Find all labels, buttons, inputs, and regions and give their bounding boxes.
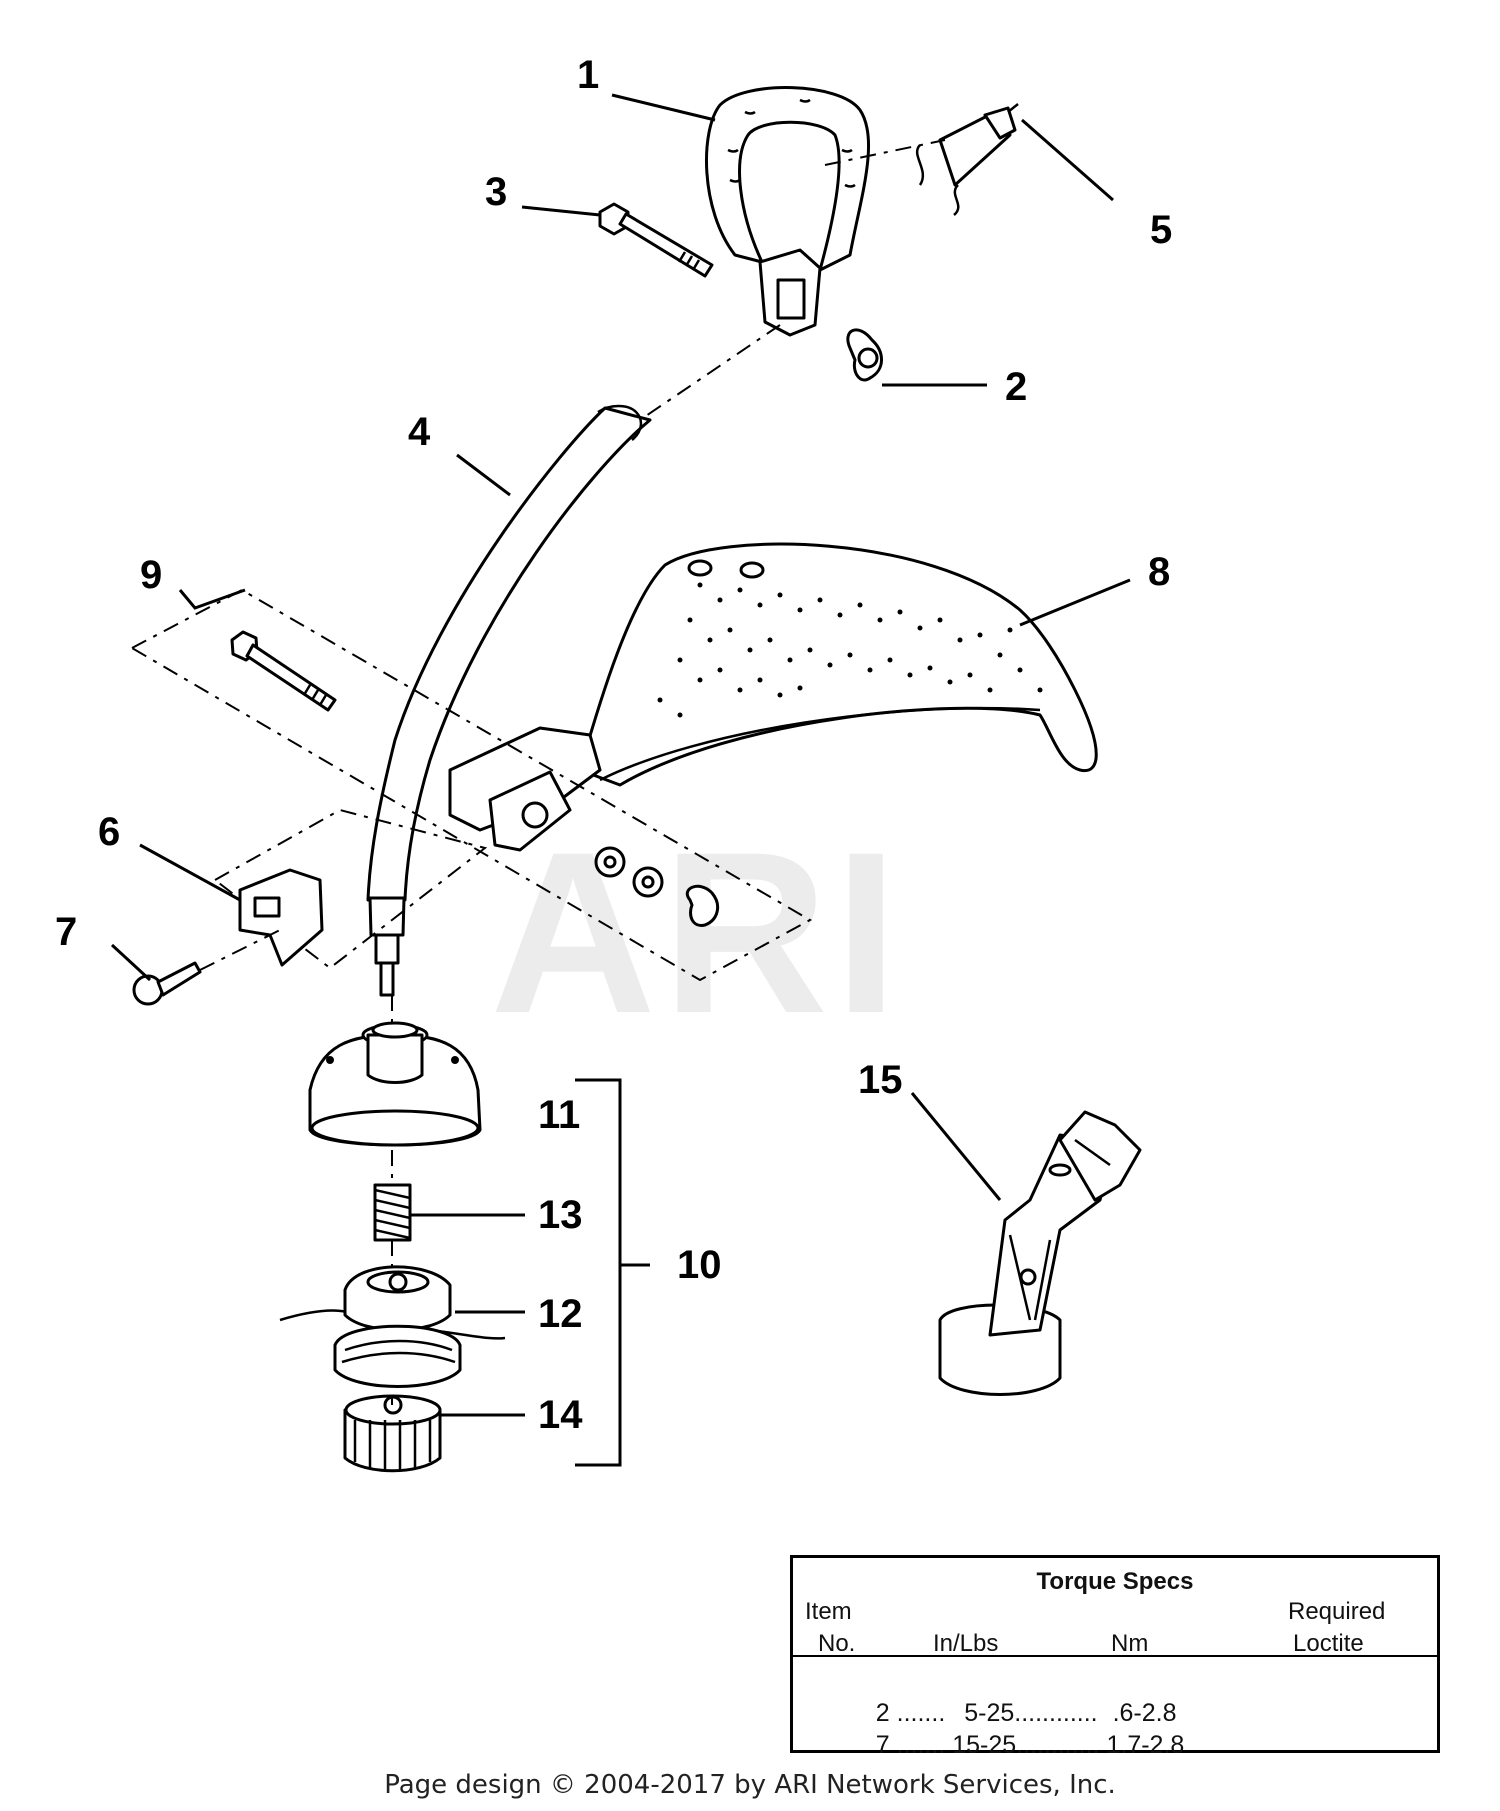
part-5-upper-shaft bbox=[915, 103, 1019, 216]
callout-12: 12 bbox=[538, 1292, 583, 1336]
part-1-loop-handle bbox=[704, 86, 871, 337]
leader-lines bbox=[110, 93, 1131, 1417]
header-no: No. bbox=[818, 1630, 856, 1657]
callout-6: 6 bbox=[98, 810, 120, 854]
row-item: 2 bbox=[875, 1699, 890, 1727]
header-loctite: Loctite bbox=[1293, 1630, 1364, 1657]
torque-row: 7 ....... 15-25............ 1.7-2.8 bbox=[848, 1702, 1185, 1789]
part-13-spring bbox=[373, 1183, 412, 1242]
ari-watermark: ARI bbox=[490, 804, 905, 1061]
callout-1: 1 bbox=[577, 53, 599, 97]
callout-2: 2 bbox=[1005, 365, 1027, 409]
part-8-debris-shield bbox=[448, 542, 1098, 852]
torque-specs-table: Torque Specs Item No. In/Lbs Nm Required… bbox=[790, 1555, 1440, 1759]
torque-row: 2 ....... 5-25............ .6-2.8 bbox=[848, 1670, 1177, 1757]
header-item: Item bbox=[805, 1598, 852, 1625]
part-15-line-guide bbox=[938, 1110, 1142, 1396]
centerline-handle-to-shaft bbox=[639, 324, 781, 421]
callout-4: 4 bbox=[408, 410, 431, 454]
header-nm: Nm bbox=[1111, 1630, 1149, 1657]
callout-7: 7 bbox=[55, 910, 77, 954]
row-item: 7 bbox=[875, 1731, 890, 1759]
part-10-group-bracket bbox=[575, 1078, 622, 1467]
centerline-screw bbox=[199, 929, 281, 971]
row-nm: .6-2.8 bbox=[1112, 1699, 1177, 1727]
part-2-wing-nut bbox=[846, 328, 883, 382]
part-4-curved-shaft bbox=[366, 404, 652, 997]
callout-15: 15 bbox=[858, 1058, 903, 1102]
part-6-clamp-bracket bbox=[213, 808, 488, 970]
row-leader: ............ bbox=[1016, 1731, 1107, 1759]
callout-13: 13 bbox=[538, 1193, 583, 1237]
row-leader: ............ bbox=[1014, 1699, 1105, 1727]
centerline-handle-shaft bbox=[824, 139, 946, 166]
callout-5: 5 bbox=[1150, 208, 1172, 252]
torque-specs-title: Torque Specs bbox=[1036, 1568, 1194, 1595]
row-in-lbs: 15-25 bbox=[952, 1731, 1017, 1759]
row-leader: ....... bbox=[889, 1699, 953, 1727]
row-nm: 1.7-2.8 bbox=[1106, 1731, 1185, 1759]
callout-labels: 1 2 3 4 5 6 7 8 9 10 11 12 13 14 15 bbox=[55, 53, 1172, 1437]
page-footer: Page design © 2004-2017 by ARI Network S… bbox=[384, 1770, 1116, 1800]
part-12-line-spool bbox=[279, 1265, 506, 1388]
row-in-lbs: 5-25 bbox=[964, 1699, 1015, 1727]
callout-10: 10 bbox=[677, 1243, 722, 1287]
callout-8: 8 bbox=[1148, 550, 1170, 594]
row-leader: ....... bbox=[889, 1731, 953, 1759]
part-3-handle-bolt bbox=[598, 202, 714, 278]
callout-3: 3 bbox=[485, 170, 507, 214]
part-9-shield-hardware-kit bbox=[129, 588, 813, 982]
part-11-spool-housing bbox=[308, 1021, 482, 1147]
part-14-bump-knob bbox=[343, 1394, 442, 1473]
header-in-lbs: In/Lbs bbox=[933, 1630, 999, 1657]
header-divider bbox=[793, 1655, 1437, 1657]
callout-9: 9 bbox=[140, 553, 162, 597]
callout-11: 11 bbox=[538, 1093, 580, 1137]
part-7-screw bbox=[132, 961, 202, 1006]
callout-14: 14 bbox=[538, 1393, 583, 1437]
header-required: Required bbox=[1288, 1598, 1386, 1625]
